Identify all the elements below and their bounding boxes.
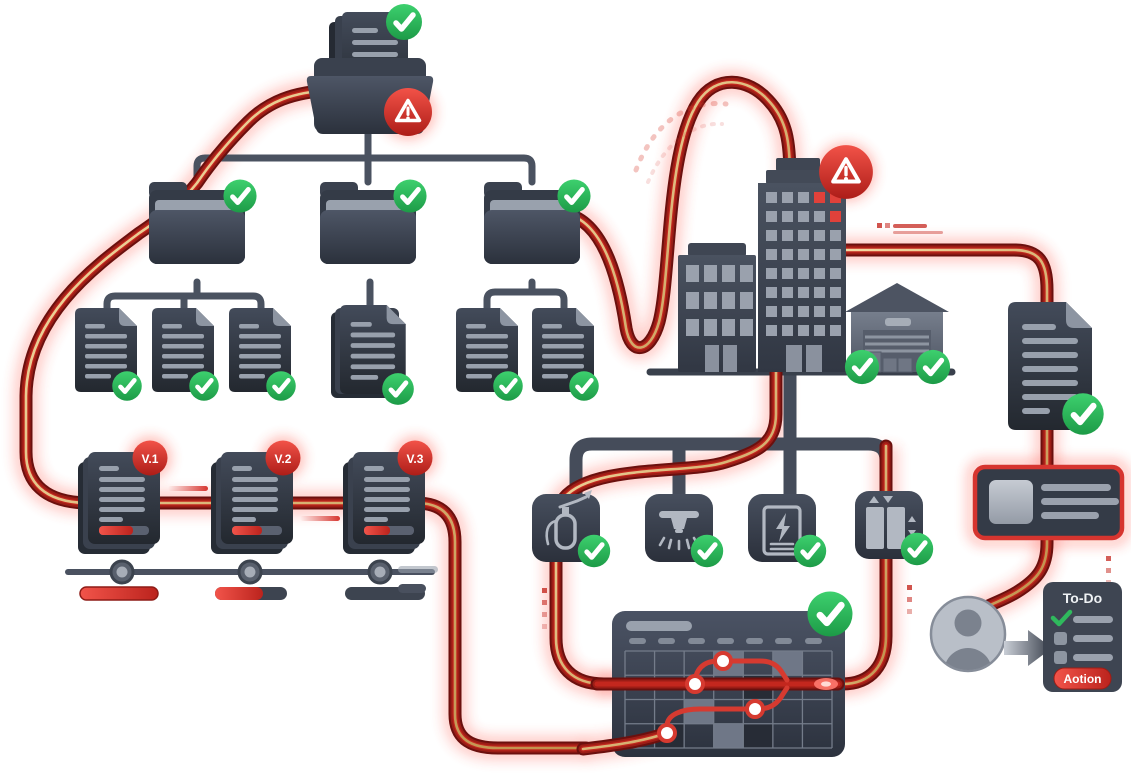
check-icon bbox=[794, 535, 826, 567]
timeline-knob[interactable] bbox=[367, 559, 393, 585]
red-accent-marks bbox=[542, 223, 1111, 629]
speed-line-arc bbox=[633, 101, 729, 173]
motion-streak bbox=[398, 584, 426, 593]
final-document bbox=[1008, 302, 1104, 435]
todo-title: To-Do bbox=[1063, 590, 1102, 606]
midrise-building bbox=[678, 243, 756, 372]
warehouse bbox=[845, 283, 949, 373]
warning-icon bbox=[382, 86, 434, 138]
version-badge-v1: V.1 bbox=[132, 440, 168, 476]
check-icon-calendar bbox=[808, 592, 853, 637]
version-badge-v3: V.3 bbox=[397, 440, 433, 476]
checkbox-icon[interactable] bbox=[1054, 651, 1067, 664]
person-avatar bbox=[929, 595, 1007, 673]
document-stack bbox=[331, 305, 406, 398]
todo-card: To-Do Aotion bbox=[1043, 582, 1122, 692]
todo-item-done[interactable] bbox=[1050, 609, 1113, 627]
check-icon bbox=[112, 371, 142, 401]
action-button-label: Aotion bbox=[1064, 672, 1102, 686]
root-folder bbox=[306, 4, 434, 138]
elevator-tile bbox=[855, 491, 933, 565]
version-timeline bbox=[65, 559, 438, 601]
motion-dash bbox=[300, 516, 340, 521]
check-icon bbox=[386, 4, 422, 40]
version-label: V.2 bbox=[275, 452, 292, 466]
id-photo bbox=[989, 480, 1033, 524]
check-icon bbox=[223, 179, 256, 212]
safety-tiles bbox=[532, 490, 933, 567]
motion-streak bbox=[398, 566, 438, 573]
check-icon bbox=[916, 350, 950, 384]
todo-item[interactable] bbox=[1054, 632, 1113, 645]
version-badge-v2: V.2 bbox=[265, 440, 301, 476]
sprinkler-icon bbox=[658, 511, 700, 551]
folder-row bbox=[149, 179, 591, 264]
version-label: V.1 bbox=[142, 452, 159, 466]
electrical-panel-tile bbox=[748, 494, 826, 567]
check-icon bbox=[901, 533, 933, 565]
version-row: V.1 V.2 V.3 bbox=[78, 440, 433, 554]
document-row bbox=[75, 305, 599, 405]
check-icon bbox=[578, 535, 610, 567]
check-icon bbox=[382, 373, 414, 405]
calendar-day-headers bbox=[629, 638, 822, 644]
buildings bbox=[678, 143, 950, 384]
motion-dash bbox=[168, 486, 208, 491]
checkbox-icon[interactable] bbox=[1054, 632, 1067, 645]
id-card bbox=[972, 464, 1125, 541]
progress-pill-full bbox=[79, 586, 159, 601]
timeline-knob[interactable] bbox=[109, 559, 135, 585]
calendar-title-bar bbox=[626, 621, 692, 631]
progress-bar bbox=[99, 526, 133, 535]
speed-line-arc bbox=[646, 121, 724, 184]
check-icon bbox=[393, 179, 426, 212]
check-icon bbox=[557, 179, 590, 212]
check-icon bbox=[845, 350, 879, 384]
check-icon bbox=[189, 371, 219, 401]
pipes bbox=[19, 75, 1054, 755]
route-nodes bbox=[657, 651, 765, 743]
check-icon bbox=[1062, 393, 1103, 434]
timeline-knob[interactable] bbox=[237, 559, 263, 585]
alert-windows bbox=[814, 192, 841, 222]
check-icon bbox=[1050, 609, 1073, 627]
action-button[interactable]: Aotion bbox=[1053, 667, 1112, 690]
check-icon bbox=[691, 535, 723, 567]
elevator-icon bbox=[866, 496, 916, 549]
electrical-panel-icon bbox=[762, 505, 802, 556]
arrow-right-icon bbox=[1004, 630, 1052, 666]
check-icon bbox=[266, 371, 296, 401]
route-line bbox=[664, 658, 790, 735]
check-icon bbox=[493, 371, 523, 401]
fire-extinguisher-tile bbox=[532, 490, 610, 567]
version-label: V.3 bbox=[407, 452, 424, 466]
calendar-route bbox=[576, 651, 845, 756]
progress-bar bbox=[232, 526, 262, 535]
warning-icon bbox=[817, 143, 875, 201]
tower-building bbox=[758, 158, 846, 372]
todo-item[interactable] bbox=[1054, 651, 1113, 664]
progress-bar bbox=[364, 526, 390, 535]
fire-extinguisher-icon bbox=[545, 490, 592, 550]
check-icon bbox=[569, 371, 599, 401]
sprinkler-tile bbox=[645, 494, 723, 567]
